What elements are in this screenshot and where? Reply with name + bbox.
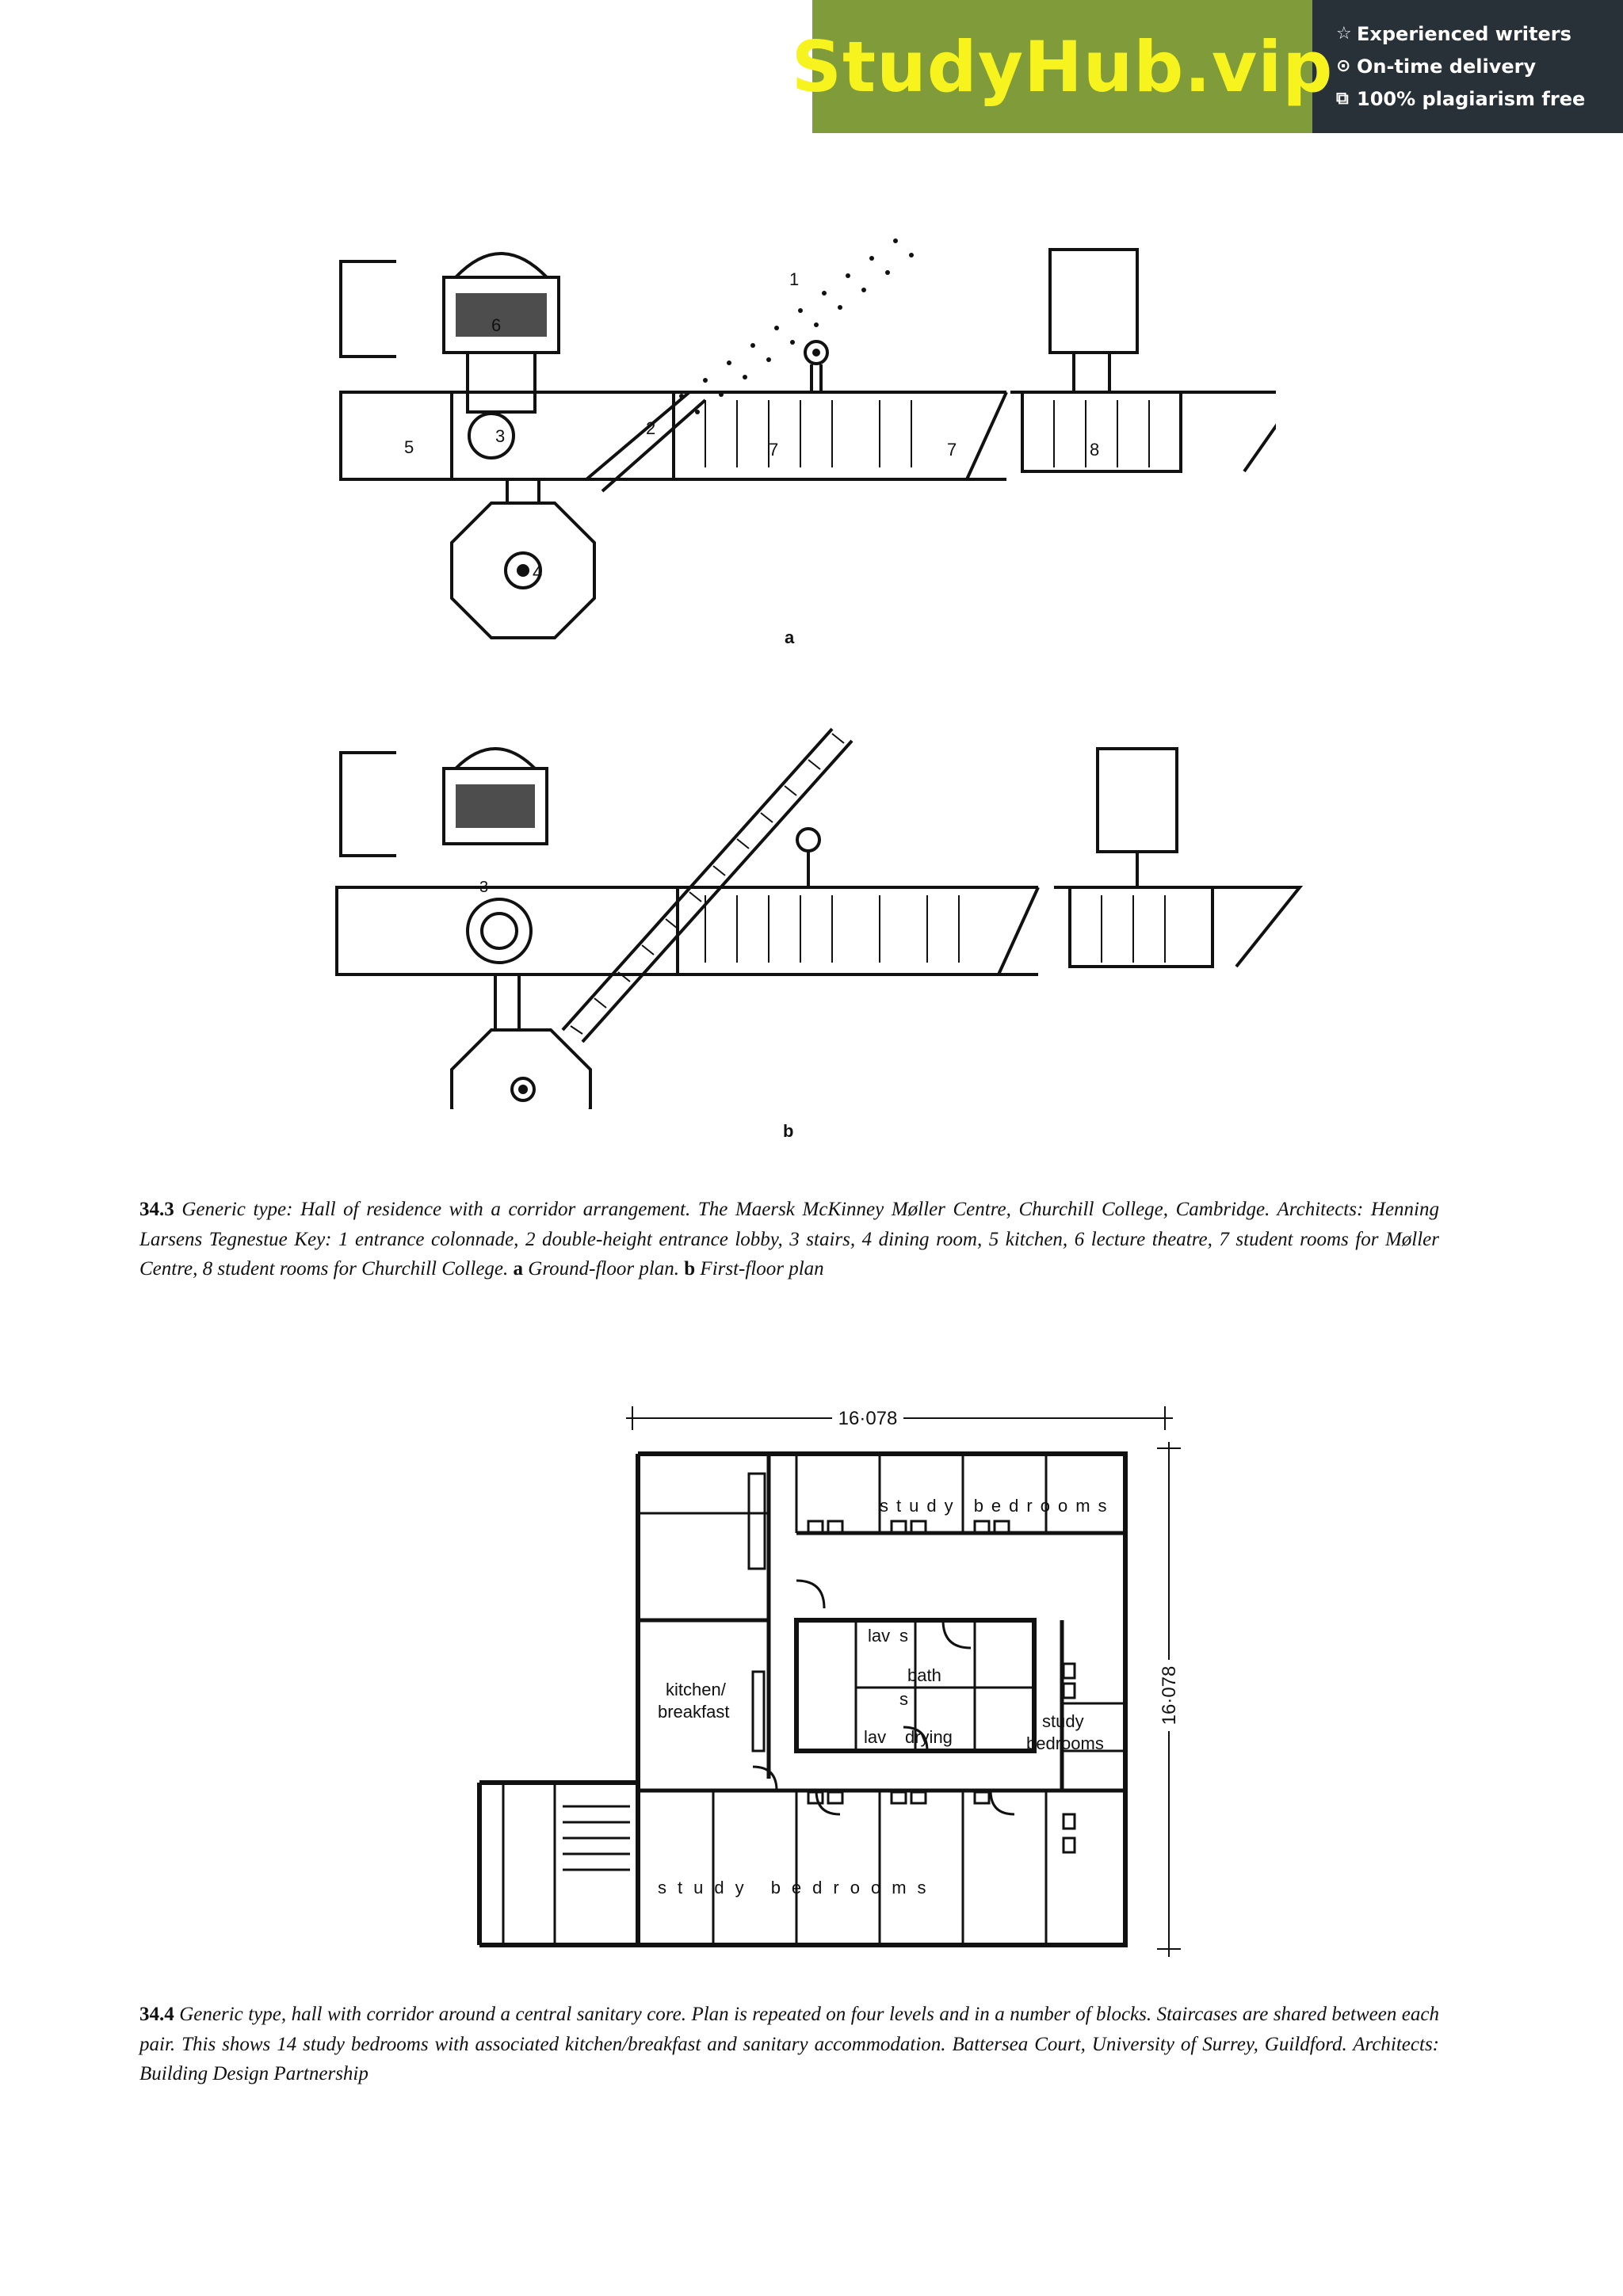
ad-banner[interactable]: StudyHub.vip ☆ Experienced writers ⊙ On-… (792, 0, 1623, 133)
kitchen-wing (335, 886, 679, 976)
feature-item: ⊙ On-time delivery (1336, 50, 1623, 82)
outline-bracket (339, 751, 396, 857)
label-kitchen: kitchen/ (666, 1680, 727, 1699)
label-study-bedrooms-bottom: study bedrooms (658, 1878, 938, 1897)
dining-room (450, 1028, 592, 1109)
kitchen-wing (339, 391, 675, 481)
sanitary-core-plan: 16·078 16·078 (477, 1405, 1181, 1957)
caption-a: a (513, 1258, 524, 1280)
stair-core (466, 351, 537, 414)
stair-block-right (1048, 248, 1139, 354)
brand-logo[interactable]: StudyHub.vip (792, 0, 1332, 133)
caption-number: 34.4 (139, 2004, 174, 2025)
lecture-theatre-dome (454, 747, 537, 770)
feature-label: 100% plagiarism free (1357, 87, 1586, 110)
ground-floor-plan: 1 2 3 4 5 6 7 7 8 (339, 238, 1276, 639)
caption-text-a: Ground-floor plan. (528, 1258, 680, 1280)
label-lav: lav (864, 1727, 886, 1747)
room-number: 4 (533, 563, 542, 582)
diagonal-walkway (585, 391, 707, 493)
entrance-tower (796, 827, 821, 852)
clock-icon: ⊙ (1336, 56, 1351, 76)
label-shower: s (899, 1689, 908, 1709)
room-number: 7 (769, 440, 778, 460)
star-outline-icon: ☆ (1336, 24, 1352, 44)
stair-block-right (1096, 747, 1178, 853)
figure-caption-34-3: 34.3 Generic type: Hall of residence wit… (139, 1195, 1439, 1284)
caption-text: Generic type: Hall of residence with a c… (139, 1199, 1439, 1280)
first-floor-plan: 3 (335, 727, 1304, 1109)
entrance-tower (804, 340, 829, 365)
label-bath: bath (907, 1665, 941, 1685)
feature-label: Experienced writers (1357, 22, 1571, 45)
copy-icon: ⧉ (1336, 89, 1349, 109)
stairs-circle (466, 898, 533, 964)
lecture-theatre (442, 767, 548, 845)
feature-label: On-time delivery (1357, 55, 1537, 78)
label-shower: s (899, 1626, 908, 1646)
dimension-right: 16·078 (1159, 1666, 1180, 1726)
student-rooms-8 (1021, 391, 1182, 473)
dining-room (450, 502, 596, 639)
stair-block (479, 1780, 640, 1947)
entrance-colonnade (679, 238, 914, 414)
room-number: 3 (479, 879, 488, 896)
lecture-theatre-dome (454, 252, 548, 279)
caption-text-b: First-floor plan (700, 1258, 824, 1280)
room-number: 8 (1090, 440, 1099, 460)
caption-number: 34.3 (139, 1199, 174, 1220)
label-lav: lav (868, 1626, 890, 1646)
label-breakfast: breakfast (658, 1702, 730, 1722)
plan-a-label: a (785, 627, 795, 647)
plan-b-label: b (783, 1121, 794, 1141)
room-number: 2 (646, 418, 655, 438)
room-number: 6 (491, 315, 501, 335)
room-number: 1 (789, 269, 799, 289)
corridor (674, 391, 1006, 481)
label-drying: drying (905, 1727, 953, 1747)
dimension-top: 16·078 (838, 1408, 898, 1429)
diagonal-ramp (561, 727, 854, 1043)
feature-list: ☆ Experienced writers ⊙ On-time delivery… (1312, 0, 1623, 133)
caption-b: b (684, 1258, 696, 1280)
student-rooms (1068, 886, 1214, 968)
stairs-circle (468, 412, 515, 460)
outline-bracket (339, 260, 396, 358)
outer-wall (622, 1451, 1128, 1947)
room-number: 7 (947, 440, 957, 460)
feature-item: ☆ Experienced writers (1336, 17, 1623, 50)
label-bedrooms: bedrooms (1026, 1733, 1104, 1753)
caption-text: Generic type, hall with corridor around … (139, 2004, 1440, 2084)
brand-name: StudyHub.vip (791, 25, 1334, 108)
figure-caption-34-4: 34.4 Generic type, hall with corridor ar… (139, 2000, 1439, 2089)
feature-item: ⧉ 100% plagiarism free (1336, 82, 1623, 115)
corridor (678, 886, 1038, 976)
label-study-bedrooms-top: study bedrooms (880, 1496, 1115, 1516)
room-number: 3 (495, 426, 505, 446)
label-study: study (1042, 1711, 1084, 1731)
room-number: 5 (404, 437, 414, 457)
